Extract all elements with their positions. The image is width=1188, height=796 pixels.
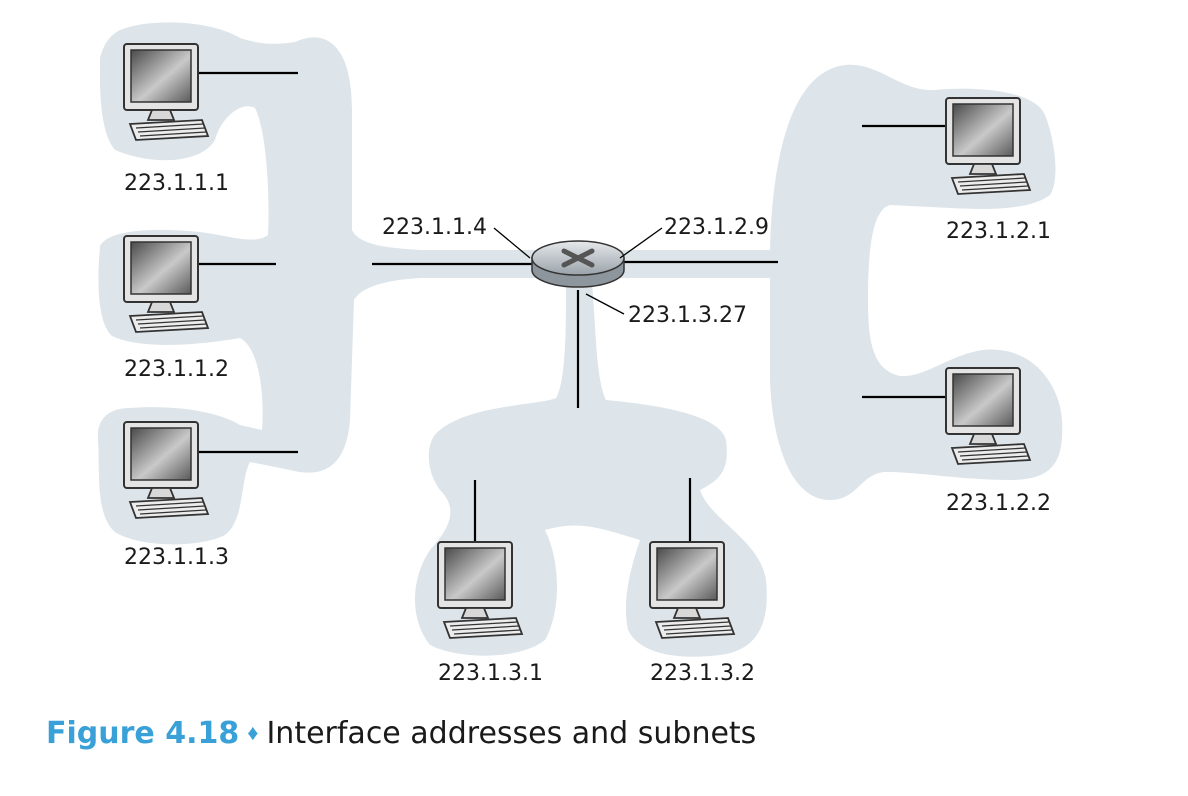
host-computer-icon-4 bbox=[945, 97, 1031, 195]
host-label-6: 223.1.3.1 bbox=[438, 661, 543, 686]
caption-separator: ♦ bbox=[247, 720, 259, 745]
host-label-3: 223.1.1.3 bbox=[124, 545, 229, 570]
interface-pointers bbox=[493, 227, 663, 315]
host-label-4: 223.1.2.1 bbox=[946, 219, 1051, 244]
host-computer-icon-2 bbox=[123, 235, 209, 333]
router-icon bbox=[531, 240, 625, 288]
figure-caption: Figure 4.18 ♦ Interface addresses and subn… bbox=[46, 716, 756, 751]
host-computer-icon-1 bbox=[123, 43, 209, 141]
host-label-5: 223.1.2.2 bbox=[946, 491, 1051, 516]
router-interface-label-3: 223.1.3.27 bbox=[628, 303, 747, 328]
host-computer-icon-6 bbox=[437, 541, 523, 639]
subnet-left bbox=[97, 22, 540, 545]
host-label-2: 223.1.1.2 bbox=[124, 357, 229, 382]
host-computer-icon-3 bbox=[123, 421, 209, 519]
figure-number: Figure 4.18 bbox=[46, 716, 240, 751]
router-interface-label-2: 223.1.2.9 bbox=[664, 215, 769, 240]
host-label-7: 223.1.3.2 bbox=[650, 661, 755, 686]
host-computer-icon-7 bbox=[649, 541, 735, 639]
caption-text: Interface addresses and subnets bbox=[266, 716, 757, 751]
links bbox=[196, 71, 948, 545]
host-computer-icon-5 bbox=[945, 367, 1031, 465]
host-label-1: 223.1.1.1 bbox=[124, 171, 229, 196]
router-interface-label-1: 223.1.1.4 bbox=[382, 215, 487, 240]
